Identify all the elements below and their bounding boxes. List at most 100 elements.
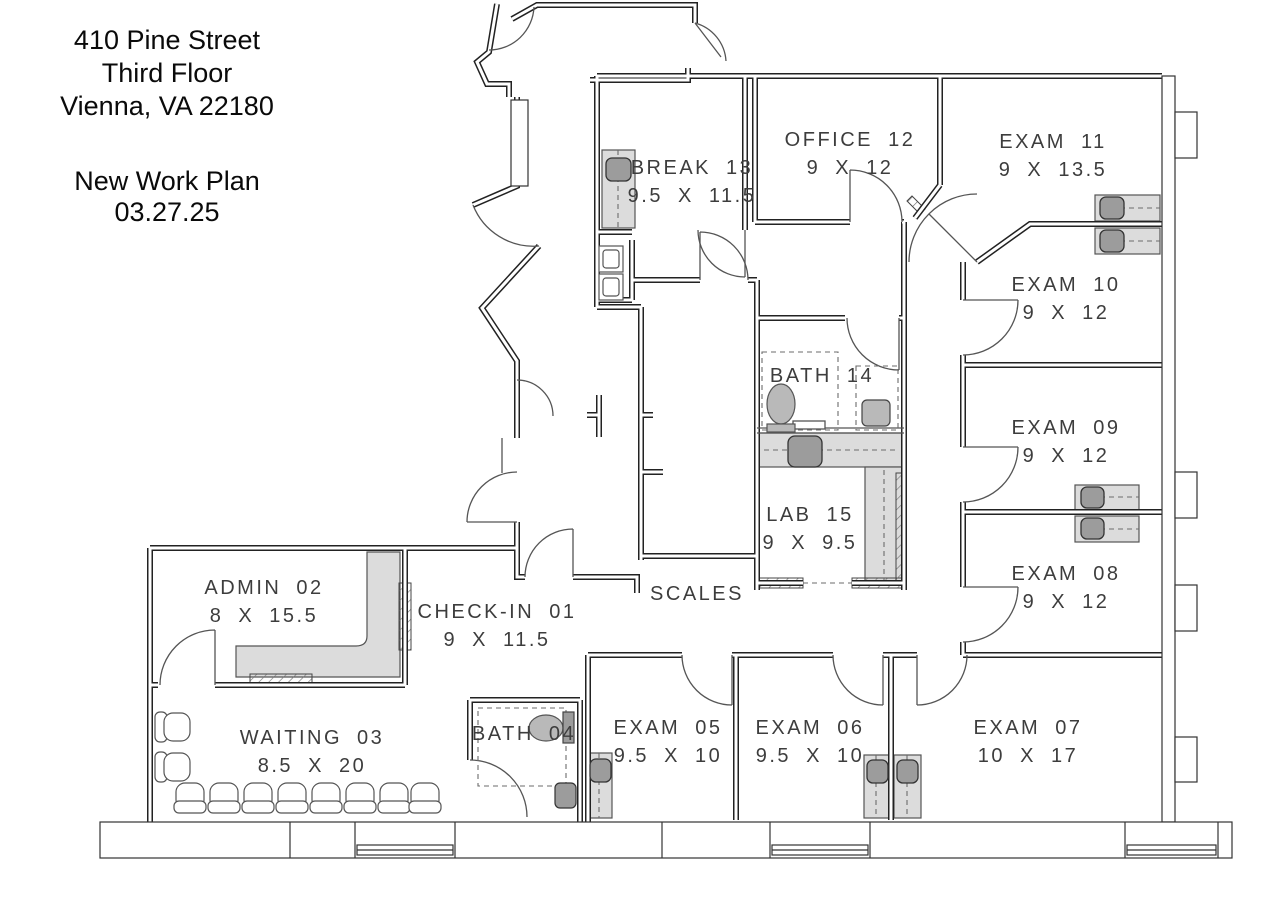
room-dims: 9.5 X 11.5 [627, 185, 757, 207]
room-name: CHECK-IN 01 [417, 601, 577, 623]
address-line-3: Vienna, VA 22180 [60, 91, 274, 121]
room-label-exam11: EXAM 11 9 X 13.5 [999, 128, 1108, 184]
dashed-group [477, 150, 1160, 818]
right-window-bump-1 [1174, 111, 1198, 159]
bath14-dashed-zone-2 [855, 365, 899, 431]
room-dims: 9 X 12 [1022, 302, 1110, 324]
room-label-exam08: EXAM 08 9 X 12 [1012, 560, 1121, 616]
waiting-chair [309, 782, 343, 814]
exam10-chair [1099, 229, 1125, 253]
room-dims: 9 X 11.5 [443, 629, 551, 651]
waiting-chair-side [154, 751, 191, 783]
exam05-chair [589, 758, 612, 783]
room-label-exam07: EXAM 07 10 X 17 [974, 714, 1083, 770]
vestibule-diagonal-door [694, 22, 727, 62]
bottom-window-band [99, 821, 1233, 859]
exam05-door [681, 654, 733, 706]
room-dims: 10 X 17 [977, 745, 1079, 767]
room-dims: 9 X 9.5 [762, 532, 858, 554]
title-block-plan: New Work Plan 03.27.25 [22, 166, 312, 228]
room-label-exam06: EXAM 06 9.5 X 10 [756, 714, 865, 770]
room-name: BATH 04 [471, 723, 577, 745]
exam08-door [962, 586, 1019, 643]
exam10-door [962, 299, 1019, 356]
room-dims: 9 X 12 [1022, 591, 1110, 613]
walls-outline [147, 2, 1162, 822]
room-name: LAB 15 [766, 504, 854, 526]
bath04-toilet-tank [562, 711, 575, 744]
vestibule-door-arc [488, 6, 535, 51]
exterior-window-walls [99, 75, 1233, 859]
exam11-chair [1099, 196, 1125, 220]
waiting-chair-side [154, 711, 191, 743]
lobby-window-panel [510, 99, 529, 187]
title-block-address: 410 Pine Street Third Floor Vienna, VA 2… [22, 24, 312, 123]
room-name: ADMIN 02 [204, 577, 324, 599]
break-chair [605, 157, 632, 182]
address-line-1: 410 Pine Street [73, 25, 261, 55]
doors-group [159, 6, 1019, 818]
bath14-dashed-zone-1 [761, 351, 839, 431]
right-window-bump-3 [1174, 584, 1198, 632]
room-name: EXAM 10 [1011, 274, 1121, 296]
scales-text: SCALES [650, 583, 744, 605]
bath14-toilet-base [766, 423, 796, 433]
exam09-door [962, 446, 1019, 503]
room-name: EXAM 11 [999, 131, 1107, 153]
room-dims: 9 X 12 [806, 157, 894, 179]
bath14-door [846, 317, 900, 371]
room-name: EXAM 06 [755, 717, 865, 739]
exam06-chair [866, 759, 889, 784]
room-name: EXAM 07 [973, 717, 1083, 739]
room-dims: 8 X 15.5 [209, 605, 319, 627]
room-label-break13: BREAK 13 9.5 X 11.5 [628, 154, 757, 210]
exam06-door [832, 654, 884, 706]
room-name: OFFICE 12 [784, 129, 916, 151]
waiting-chair [173, 782, 207, 814]
exam09-chair [1080, 486, 1105, 509]
room-name: EXAM 05 [613, 717, 723, 739]
bath14-counter-chair [787, 435, 823, 468]
room-label-lab15: LAB 15 9 X 9.5 [763, 501, 858, 557]
room-label-checkin: CHECK-IN 01 9 X 11.5 [418, 598, 577, 654]
lobby-door-arc-2 [516, 379, 554, 417]
office12-door [849, 169, 903, 223]
bath04-dashed-zone [477, 707, 567, 787]
break-appliances [598, 245, 624, 301]
lobby-door-arc-1 [472, 204, 540, 247]
room-name: WAITING 03 [239, 727, 385, 749]
waiting-chair [408, 782, 442, 814]
plan-name: New Work Plan [74, 166, 260, 196]
waiting-chair [207, 782, 241, 814]
scales-annotation: SCALES [650, 580, 744, 608]
room-label-exam09: EXAM 09 9 X 12 [1012, 414, 1121, 470]
bath04-chair [554, 782, 577, 809]
hall-door-north-of-bath14 [699, 231, 749, 281]
waiting-chair [377, 782, 411, 814]
exam08-chair [1080, 517, 1105, 540]
exam11-door [908, 193, 978, 263]
waiting-chairs-group [154, 711, 442, 814]
room-name: EXAM 08 [1011, 563, 1121, 585]
room-name: EXAM 09 [1011, 417, 1121, 439]
right-window-bump-2 [1174, 471, 1198, 519]
room-label-bath14: BATH 14 [770, 362, 874, 390]
lobby-door-arc-3 [466, 471, 518, 523]
room-label-office12: OFFICE 12 9 X 12 [785, 126, 916, 182]
room-name: BATH 14 [769, 365, 875, 387]
room-label-bath04: BATH 04 [472, 720, 576, 748]
right-exterior-wall [1161, 75, 1176, 823]
room-label-waiting: WAITING 03 8.5 X 20 [240, 724, 385, 780]
bath14-chair [861, 399, 891, 427]
break-door [697, 229, 746, 278]
room-label-exam10: EXAM 10 9 X 12 [1012, 271, 1121, 327]
room-dims: 8.5 X 20 [257, 755, 367, 777]
room-label-admin: ADMIN 02 8 X 15.5 [204, 574, 323, 630]
waiting-chair [343, 782, 377, 814]
fixtures-group [528, 157, 1125, 809]
plan-date: 03.27.25 [114, 197, 220, 227]
room-dims: 9 X 13.5 [998, 159, 1108, 181]
bath04-door-arc [469, 759, 528, 818]
